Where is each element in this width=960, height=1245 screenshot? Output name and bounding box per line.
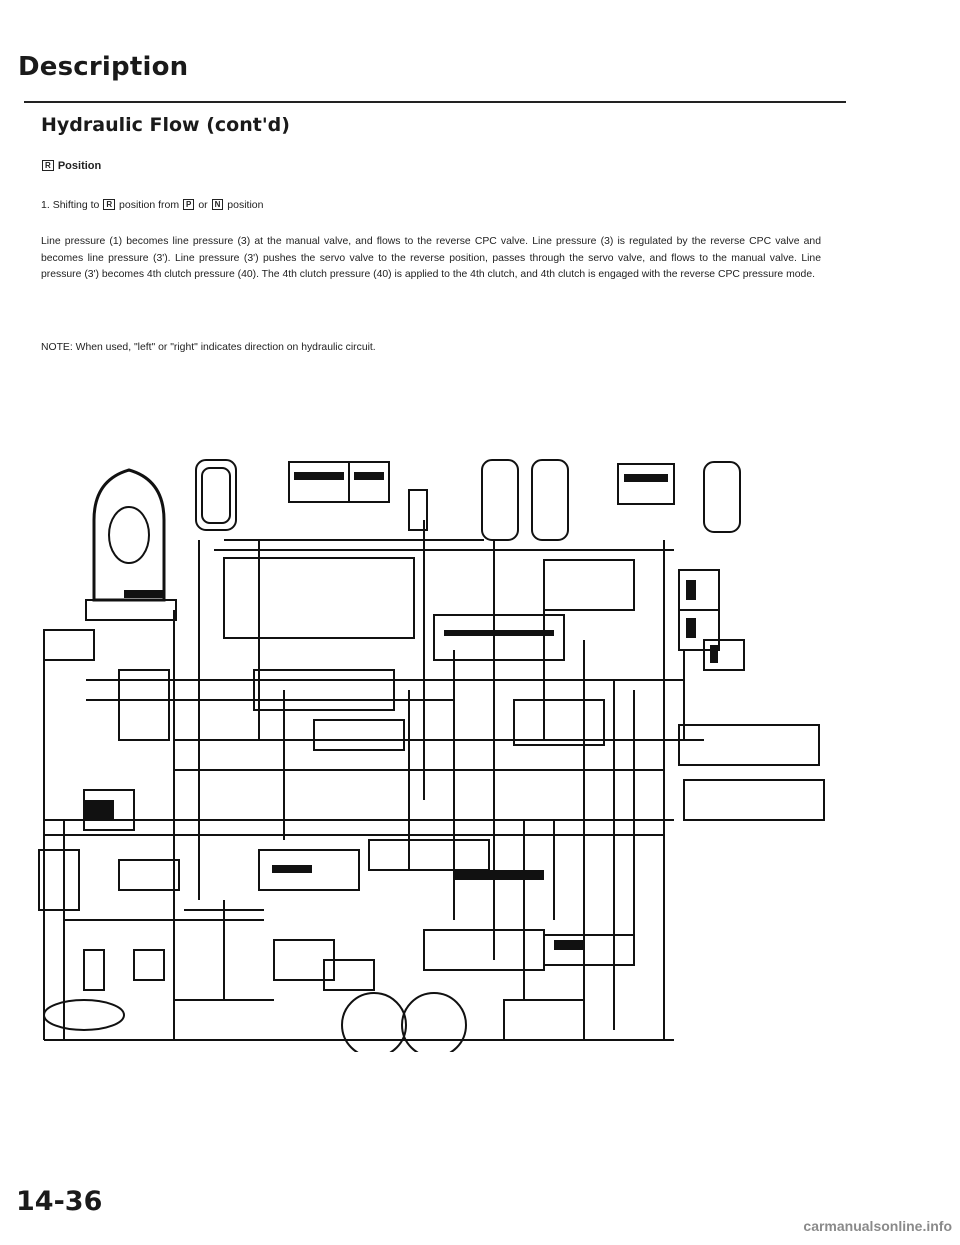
step-text: position	[227, 199, 264, 211]
page-title: Description	[18, 52, 189, 82]
step-number: 1.	[41, 199, 50, 211]
gear-position-symbol: R	[42, 160, 54, 171]
step-text: Shifting to	[52, 199, 100, 211]
position-heading: R Position	[41, 160, 101, 172]
position-heading-label: Position	[57, 160, 102, 172]
step-text: or	[198, 199, 208, 211]
description-paragraph: Line pressure (1) becomes line pressure …	[41, 236, 821, 280]
note-text: NOTE: When used, "left" or "right" indic…	[41, 342, 376, 353]
gear-position-symbol: N	[211, 199, 224, 210]
watermark-text: carmanualsonline.info	[803, 1218, 952, 1234]
hydraulic-circuit-diagram	[38, 459, 825, 1052]
step-shifting: 1. Shifting to R position from P or N po…	[41, 199, 263, 211]
step-text: position from	[119, 199, 180, 211]
gear-position-symbol: P	[183, 199, 195, 210]
gear-position-symbol: R	[103, 199, 116, 210]
section-heading: Hydraulic Flow (cont'd)	[41, 114, 290, 136]
title-divider	[24, 101, 846, 103]
page-number: 14-36	[16, 1186, 103, 1217]
